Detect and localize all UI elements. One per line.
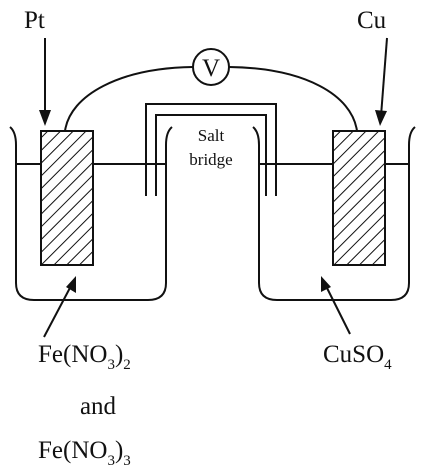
pt-label: Pt — [24, 7, 45, 34]
salt-bridge-outer — [145, 103, 277, 196]
left-solution-line3: Fe(NO3)3 — [38, 437, 131, 469]
right-solution-arrow — [321, 276, 351, 335]
left-solution-line2: and — [80, 393, 117, 420]
pt-electrode — [40, 130, 94, 266]
cu-electrode — [332, 130, 386, 266]
salt-bridge-inner — [155, 114, 267, 196]
wire-right — [228, 66, 358, 132]
salt-bridge-label-line2: bridge — [189, 150, 232, 169]
pt-arrow — [39, 38, 51, 126]
cu-arrow — [375, 37, 388, 126]
voltmeter: V — [192, 48, 230, 86]
voltmeter-label: V — [202, 55, 220, 82]
salt-bridge-label-line1: Salt — [198, 126, 225, 145]
wire-left — [64, 66, 194, 132]
right-solution-label: CuSO4 — [323, 341, 392, 373]
left-beaker — [9, 126, 173, 301]
left-solution-arrow — [43, 276, 76, 338]
left-solution-line1: Fe(NO3)2 — [38, 341, 131, 373]
cu-label: Cu — [357, 7, 387, 34]
